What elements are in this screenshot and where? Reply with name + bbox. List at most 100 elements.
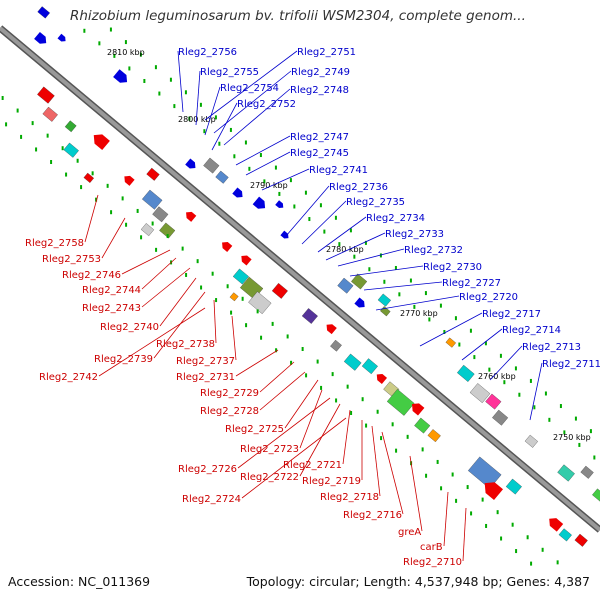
forward-leader-line	[195, 70, 201, 126]
gene-arrow-reverse	[93, 134, 110, 151]
tick-mark	[361, 397, 364, 402]
gene-glyph	[457, 364, 475, 382]
tick-mark	[470, 511, 473, 516]
reverse-leader-line	[98, 307, 206, 377]
forward-gene-label[interactable]: Rleg2_2713	[522, 342, 581, 353]
scale-label: 2750 kbp	[553, 433, 591, 442]
reverse-gene-label[interactable]: Rleg2_2742	[39, 372, 98, 383]
forward-gene-label[interactable]: Rleg2_2732	[404, 245, 463, 256]
gene-glyph	[330, 339, 342, 352]
reverse-leader-line	[409, 455, 423, 532]
gene-glyph	[203, 157, 220, 174]
gene-box	[343, 353, 362, 371]
forward-gene-label[interactable]: Rleg2_2735	[346, 197, 405, 208]
forward-leader-line	[223, 88, 291, 146]
forward-gene-label[interactable]: Rleg2_2720	[459, 292, 518, 303]
forward-gene-label[interactable]: Rleg2_2756	[178, 47, 237, 58]
gene-glyph	[124, 175, 135, 186]
forward-gene-label[interactable]: Rleg2_2741	[309, 165, 368, 176]
forward-gene-label[interactable]: Rleg2_2751	[297, 47, 356, 58]
gene-glyph	[376, 373, 388, 384]
reverse-gene-label[interactable]: Rleg2_2739	[94, 354, 153, 365]
forward-gene-label[interactable]: Rleg2_2733	[385, 229, 444, 240]
tick-mark	[526, 535, 529, 540]
tick-mark	[529, 378, 532, 383]
gene-glyph	[411, 403, 425, 416]
reverse-gene-label[interactable]: Rleg2_2728	[200, 406, 259, 417]
forward-gene-label[interactable]: Rleg2_2711	[542, 359, 600, 370]
forward-leader-line	[261, 168, 310, 191]
forward-gene-label[interactable]: Rleg2_2745	[290, 148, 349, 159]
reverse-gene-label[interactable]: Rleg2_2740	[100, 322, 159, 333]
gene-box	[271, 283, 288, 299]
tick-mark	[169, 77, 172, 82]
tick-mark	[278, 191, 281, 196]
forward-gene-label[interactable]: Rleg2_2730	[423, 262, 482, 273]
reverse-leader-line	[237, 397, 331, 469]
tick-mark	[136, 208, 139, 213]
gene-glyph	[37, 86, 55, 104]
reverse-gene-label[interactable]: Rleg2_2719	[302, 476, 361, 487]
gene-box	[159, 222, 176, 239]
reverse-leader-line	[159, 277, 197, 327]
forward-gene-label[interactable]: Rleg2_2747	[290, 132, 349, 143]
reverse-gene-label[interactable]: Rleg2_2710	[403, 557, 462, 568]
reverse-gene-label[interactable]: Rleg2_2723	[240, 444, 299, 455]
reverse-gene-label[interactable]: carB	[420, 542, 443, 553]
tick-mark	[151, 221, 154, 226]
forward-gene-label[interactable]: Rleg2_2755	[200, 67, 259, 78]
gene-glyph	[83, 172, 95, 183]
reverse-gene-label[interactable]: Rleg2_2716	[343, 510, 402, 521]
gene-arrow-forward	[34, 31, 47, 44]
reverse-gene-label[interactable]: Rleg2_2729	[200, 388, 259, 399]
tick-mark	[263, 179, 266, 184]
forward-gene-label[interactable]: Rleg2_2727	[442, 278, 501, 289]
tick-mark	[499, 353, 502, 358]
gene-glyph	[142, 189, 163, 210]
reverse-gene-label[interactable]: Rleg2_2753	[42, 254, 101, 265]
tick-mark	[61, 146, 64, 151]
feature-layer	[1, 6, 600, 566]
gene-glyph	[113, 69, 128, 83]
forward-gene-label[interactable]: Rleg2_2714	[502, 325, 561, 336]
forward-gene-label[interactable]: Rleg2_2752	[237, 99, 296, 110]
tick-mark	[406, 434, 409, 439]
gene-box	[524, 434, 539, 448]
reverse-gene-label[interactable]: Rleg2_2738	[156, 339, 215, 350]
tick-mark	[155, 247, 158, 252]
gene-glyph	[186, 211, 197, 222]
gene-arrow-reverse	[484, 482, 503, 501]
forward-leader-line	[489, 345, 523, 381]
forward-gene-label[interactable]: Rleg2_2736	[329, 182, 388, 193]
tick-mark	[578, 442, 581, 447]
reverse-gene-label[interactable]: Rleg2_2724	[182, 494, 241, 505]
tick-mark	[230, 310, 233, 315]
reverse-gene-label[interactable]: Rleg2_2725	[225, 424, 284, 435]
tick-mark	[515, 549, 518, 554]
reverse-gene-label[interactable]: Rleg2_2721	[283, 460, 342, 471]
reverse-gene-label[interactable]: Rleg2_2744	[82, 285, 141, 296]
reverse-gene-label[interactable]: Rleg2_2726	[178, 464, 237, 475]
tick-mark	[511, 522, 514, 527]
reverse-gene-label[interactable]: Rleg2_2737	[176, 356, 235, 367]
forward-gene-label[interactable]: Rleg2_2734	[366, 213, 425, 224]
tick-mark	[184, 90, 187, 95]
reverse-gene-label[interactable]: Rleg2_2743	[82, 303, 141, 314]
reverse-gene-label[interactable]: Rleg2_2758	[25, 238, 84, 249]
reverse-gene-label[interactable]: Rleg2_2731	[176, 372, 235, 383]
forward-gene-label[interactable]: Rleg2_2748	[290, 85, 349, 96]
tick-mark	[484, 341, 487, 346]
forward-gene-label[interactable]: Rleg2_2717	[482, 309, 541, 320]
gene-box	[330, 339, 342, 352]
genome-info-text: Topology: circular; Length: 4,537,948 bp…	[246, 574, 590, 589]
tick-mark	[485, 523, 488, 528]
reverse-gene-label[interactable]: greA	[398, 527, 421, 538]
forward-leader-line	[204, 50, 298, 121]
reverse-gene-label[interactable]: Rleg2_2718	[320, 492, 379, 503]
forward-gene-label[interactable]: Rleg2_2749	[291, 67, 350, 78]
forward-gene-label[interactable]: Rleg2_2754	[220, 83, 279, 94]
backbone-line-inner	[0, 26, 600, 532]
reverse-gene-label[interactable]: Rleg2_2722	[240, 472, 299, 483]
reverse-gene-label[interactable]: Rleg2_2746	[62, 270, 121, 281]
